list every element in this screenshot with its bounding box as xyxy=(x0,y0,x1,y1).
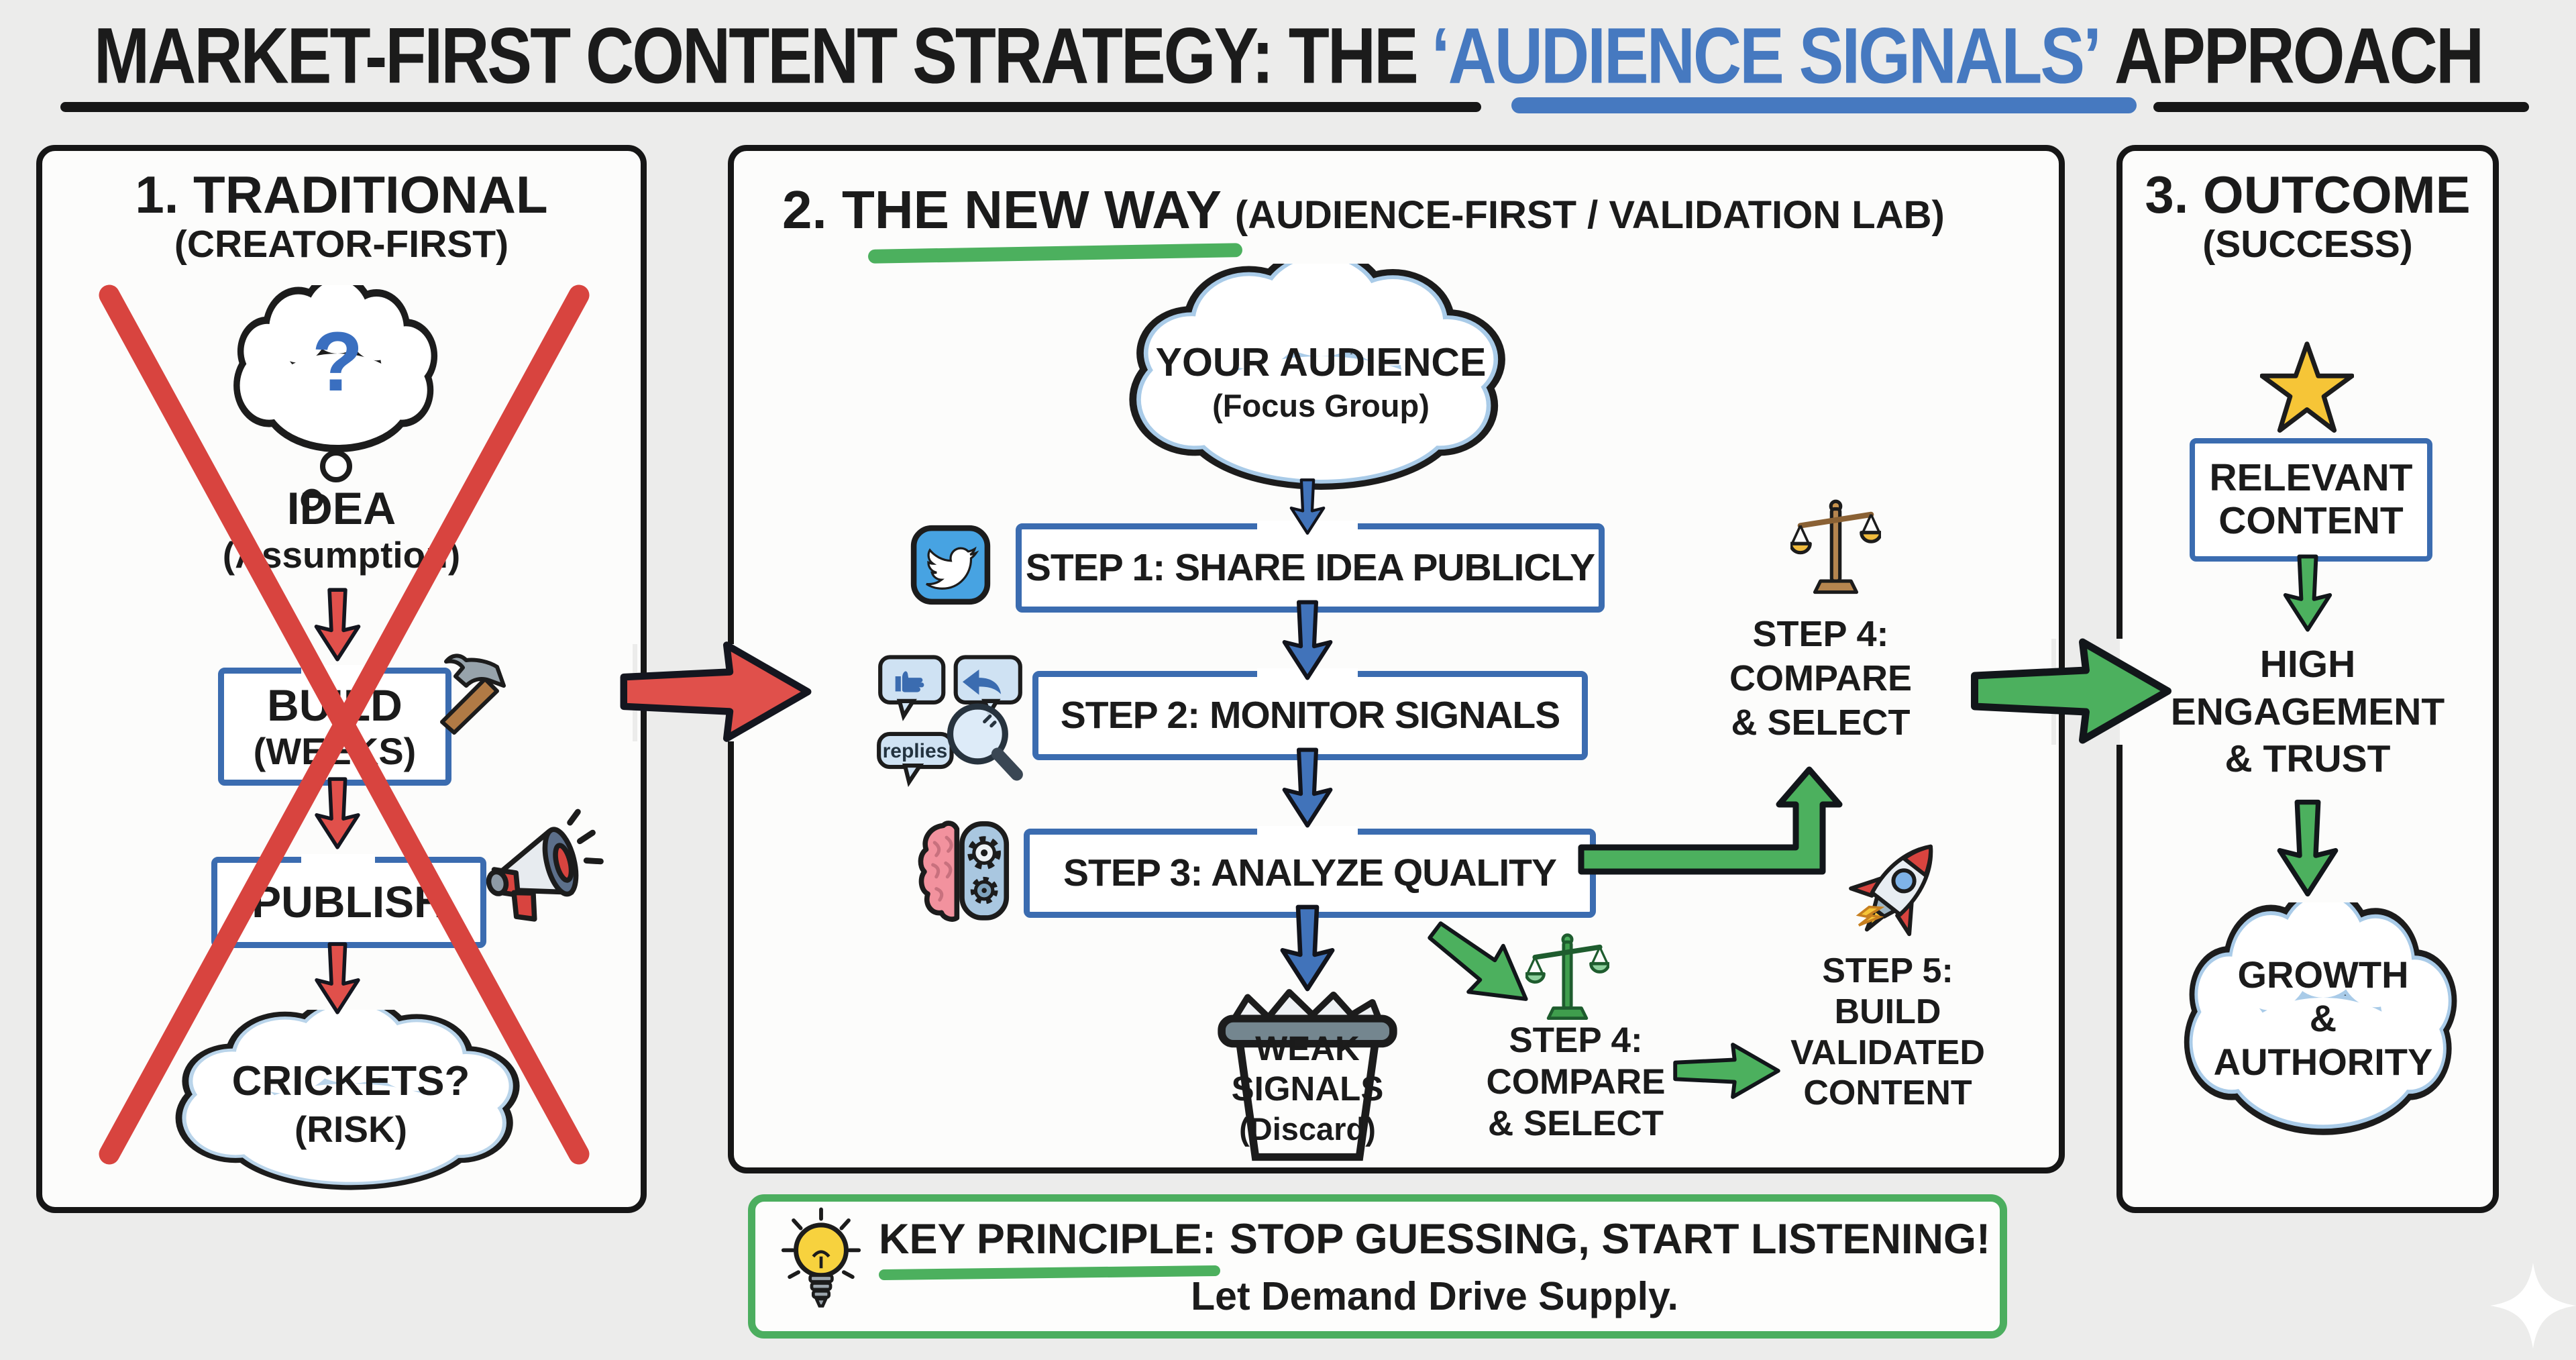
key-principle-line1: KEY PRINCIPLE: STOP GUESSING, START LIST… xyxy=(878,1215,1991,1281)
replies-bubble-icon xyxy=(877,731,954,787)
crickets-sub-label: (RISK) xyxy=(294,1108,408,1150)
high-engagement-label: HIGH ENGAGEMENT & TRUST xyxy=(2170,643,2445,781)
relevant-content-box: RELEVANT CONTENT xyxy=(2190,438,2432,562)
panel2-heading-sub: (AUDIENCE-FIRST / VALIDATION LAB) xyxy=(1234,193,1945,237)
step1-box: STEP 1: SHARE IDEA PUBLICLY xyxy=(1016,523,1605,613)
step1-label: STEP 1: SHARE IDEA PUBLICLY xyxy=(1025,545,1595,589)
title-underline-highlight xyxy=(1511,97,2137,113)
engagement-signals-icon xyxy=(877,655,1023,787)
thumbs-up-bubble-icon xyxy=(878,655,946,721)
title-underline-left xyxy=(60,102,1481,112)
relevant-content-label: RELEVANT CONTENT xyxy=(2209,456,2413,542)
step4-top-label: STEP 4: COMPARE & SELECT xyxy=(1729,614,1912,743)
arrow-step2-to-step3 xyxy=(1274,747,1341,829)
arrow-audience-to-step1 xyxy=(1274,478,1341,535)
hammer-icon xyxy=(440,653,506,735)
weak-signals-sub-label: (Discard) xyxy=(1239,1111,1376,1147)
lightbulb-icon xyxy=(781,1207,861,1308)
sparkle-icon xyxy=(2490,1263,2576,1349)
arrow-step1-to-step2 xyxy=(1274,599,1341,681)
panel3-heading: 3. OUTCOME xyxy=(2145,165,2471,224)
idea-label: IDEA xyxy=(286,483,396,534)
crickets-label: CRICKETS? xyxy=(231,1058,470,1104)
arrow-step3-to-step4-top xyxy=(1578,766,1843,875)
new-way-green-underline xyxy=(867,243,1243,264)
audience-label: YOUR AUDIENCE xyxy=(1155,340,1487,384)
step5-label: STEP 5: BUILD VALIDATED CONTENT xyxy=(1790,951,1985,1113)
key-principle-rest: STOP GUESSING, START LISTENING! xyxy=(1229,1216,1991,1263)
step2-box: STEP 2: MONITOR SIGNALS xyxy=(1032,671,1588,760)
arrow-new-way-to-outcome xyxy=(1966,634,2177,748)
brain-gears-icon xyxy=(918,821,1010,922)
star-icon xyxy=(2260,342,2354,433)
audience-sub-label: (Focus Group) xyxy=(1212,388,1430,423)
arrow-traditional-to-new-way xyxy=(612,637,820,746)
thought-trail-bubbles xyxy=(301,450,352,511)
rejected-x-mark xyxy=(99,284,590,1165)
panel-new-way: 2. THE NEW WAY (AUDIENCE-FIRST / VALIDAT… xyxy=(728,145,2065,1173)
twitter-icon xyxy=(910,525,991,605)
scales-gold-icon xyxy=(1790,499,1881,594)
key-principle-label: KEY PRINCIPLE: xyxy=(878,1215,1220,1281)
title-highlight: ‘AUDIENCE SIGNALS’ xyxy=(1431,11,2102,101)
scales-green-icon xyxy=(1525,933,1609,1021)
trash-icon xyxy=(1218,989,1397,1161)
idea-question-mark: ? xyxy=(311,315,364,409)
panel-traditional: 1. TRADITIONAL (CREATOR-FIRST) ? IDEA (A… xyxy=(36,145,647,1213)
key-principle-banner: KEY PRINCIPLE: STOP GUESSING, START LIST… xyxy=(748,1194,2007,1339)
key-principle-line2: Let Demand Drive Supply. xyxy=(1191,1274,1678,1318)
panel2-heading-row: 2. THE NEW WAY (AUDIENCE-FIRST / VALIDAT… xyxy=(782,179,1945,241)
panel2-heading: 2. THE NEW WAY xyxy=(782,180,1222,240)
panel1-subheading: (CREATOR-FIRST) xyxy=(174,223,509,266)
step2-label: STEP 2: MONITOR SIGNALS xyxy=(1060,693,1560,737)
weak-signals-label: WEAK SIGNALS xyxy=(1231,1029,1384,1108)
step3-label: STEP 3: ANALYZE QUALITY xyxy=(1063,851,1557,894)
megaphone-icon xyxy=(486,808,604,922)
arrow-engagement-to-growth xyxy=(2274,798,2341,898)
arrow-relevant-to-engagement xyxy=(2274,554,2341,633)
panel1-heading: 1. TRADITIONAL xyxy=(135,165,548,224)
arrow-step4-to-step5 xyxy=(1673,1040,1780,1102)
title-part1: MARKET-FIRST CONTENT STRATEGY: THE xyxy=(93,11,1419,101)
growth-authority-label: GROWTH & AUTHORITY xyxy=(2213,953,2433,1083)
title-underline-right xyxy=(2153,102,2529,112)
rocket-icon xyxy=(1849,844,1933,937)
reply-bubble-icon xyxy=(953,655,1022,719)
arrow-step3-to-weak xyxy=(1274,904,1341,992)
title-part2: APPROACH xyxy=(2114,11,2484,101)
replies-label: replies xyxy=(882,740,948,762)
magnifier-icon xyxy=(947,703,1023,781)
page-title: MARKET-FIRST CONTENT STRATEGY: THE ‘AUDI… xyxy=(0,11,2576,102)
panel-outcome: 3. OUTCOME (SUCCESS) RELEVANT CONTENT HI… xyxy=(2116,145,2499,1213)
panel3-subheading: (SUCCESS) xyxy=(2202,223,2413,266)
step4-bottom-label: STEP 4: COMPARE & SELECT xyxy=(1486,1021,1666,1143)
publish-label: PUBLISH xyxy=(252,877,446,927)
